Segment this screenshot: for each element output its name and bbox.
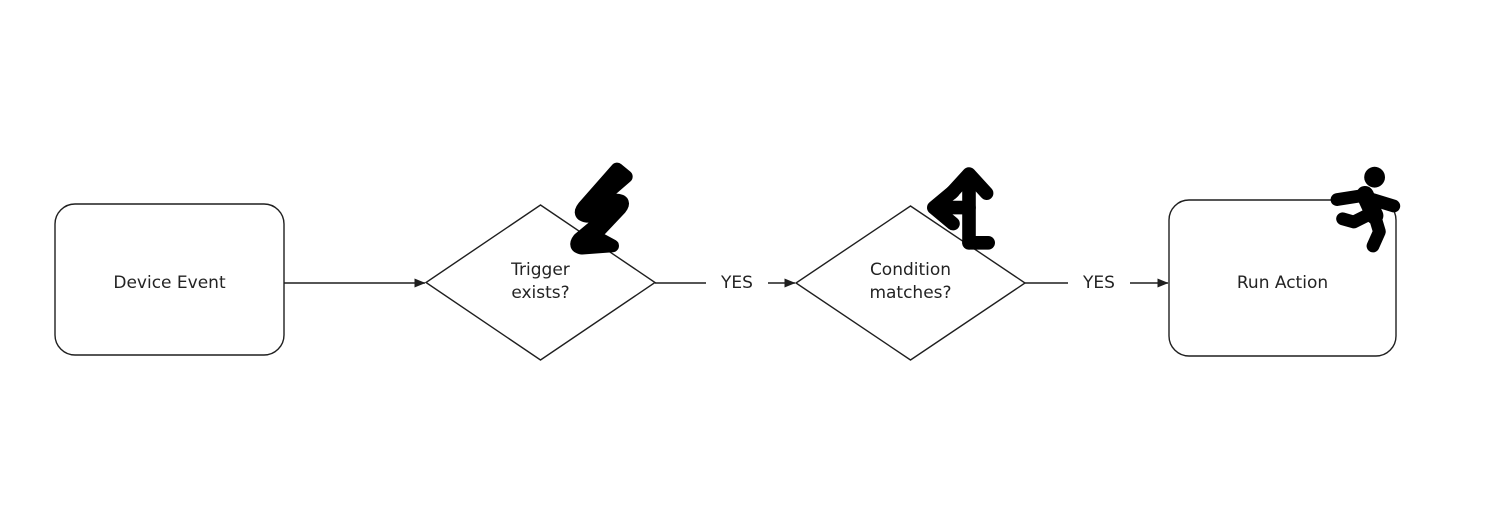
edge-label-condition-yes: YES <box>1068 273 1130 293</box>
lightning-bolt-icon <box>570 162 633 255</box>
node-trigger-exists-shape[interactable] <box>424 204 657 361</box>
running-person-icon <box>1330 166 1401 253</box>
node-device-event-shape[interactable] <box>54 203 285 356</box>
branch-arrows-icon <box>927 167 996 250</box>
edge-label-trigger-yes: YES <box>706 273 768 293</box>
node-run-action-shape[interactable] <box>1168 199 1397 357</box>
node-condition-matches-shape[interactable] <box>794 205 1027 361</box>
